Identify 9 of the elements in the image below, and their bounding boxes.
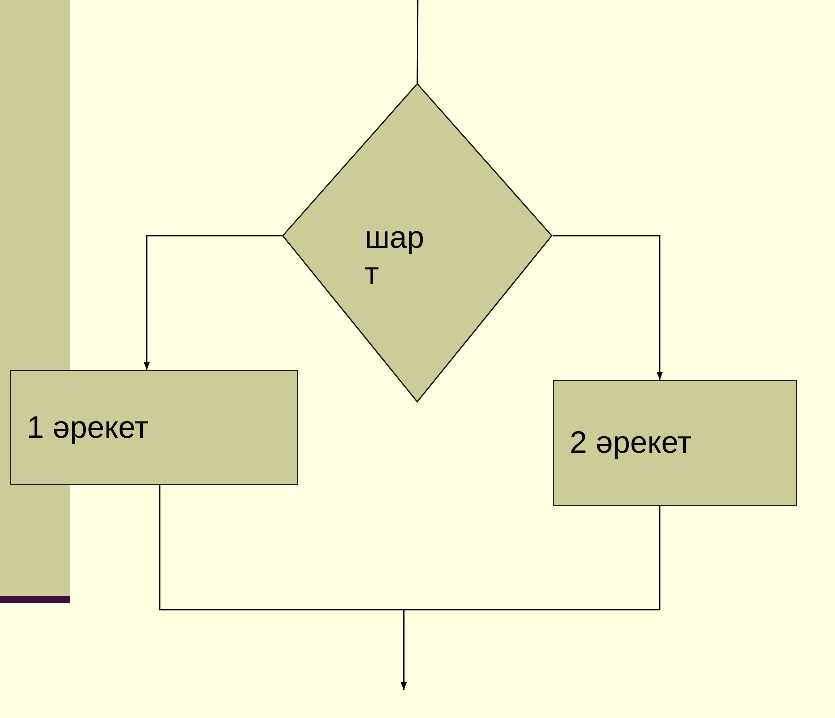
- connector-line: [416, 0, 419, 83]
- process-box: [10, 370, 298, 485]
- arrow: [400, 506, 661, 690]
- condition-label: шар т: [365, 220, 426, 292]
- action-label: 2 әрекет: [570, 425, 692, 461]
- action-label: 1 әрекет: [27, 410, 149, 446]
- process-box: [553, 380, 797, 506]
- arrow: [144, 235, 282, 370]
- arrow: [553, 235, 664, 380]
